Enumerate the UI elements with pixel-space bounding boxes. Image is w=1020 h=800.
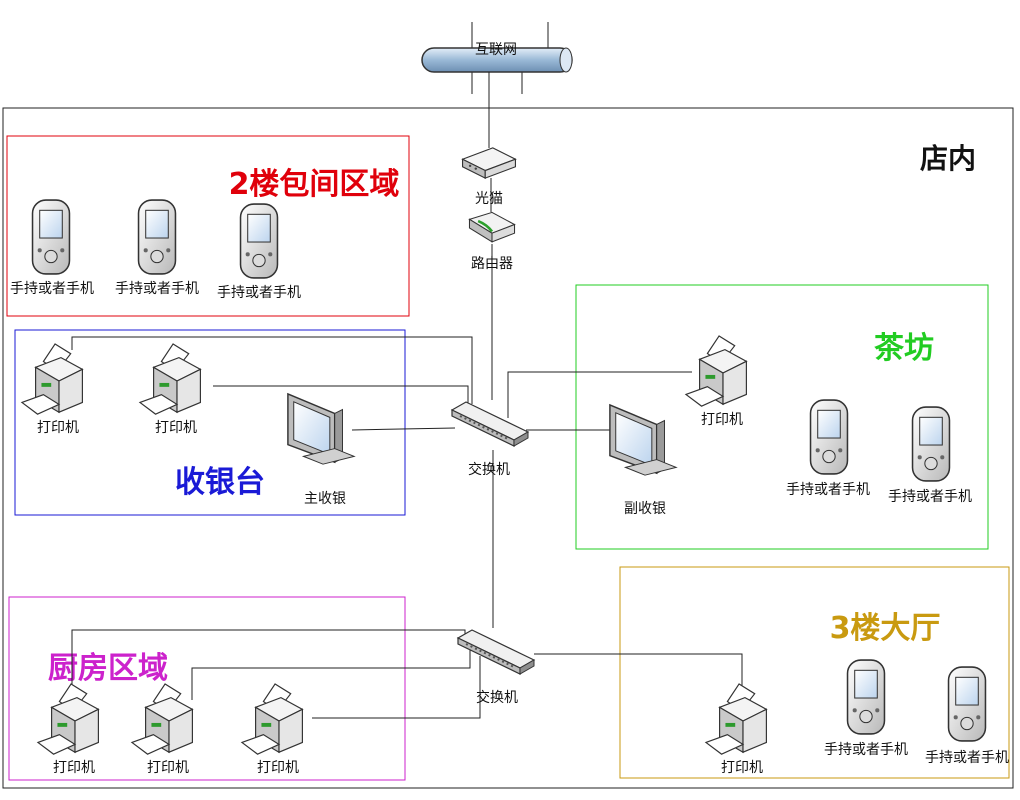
printer-icon [685, 335, 747, 407]
printer-label: 打印机 [155, 419, 197, 436]
internet-cloud: 互联网 [421, 22, 573, 94]
printer-label: 打印机 [721, 759, 763, 776]
kitchen-printer: 打印机 [37, 683, 99, 776]
handheld-label: 手持或者手机 [217, 285, 301, 301]
zone-2f-device: 手持或者手机 [115, 199, 199, 297]
handheld-label: 手持或者手机 [786, 482, 870, 498]
sub-cashier-label: 副收银 [624, 501, 666, 517]
printer-icon [139, 343, 201, 415]
printer-icon [241, 683, 303, 755]
monitor-icon [609, 404, 677, 476]
printer-label: 打印机 [257, 759, 299, 776]
router: 路由器 [468, 211, 516, 272]
handheld-label: 手持或者手机 [10, 281, 94, 297]
printer-icon [21, 343, 83, 415]
hall-printer: 打印机 [705, 683, 767, 776]
router-label: 路由器 [471, 256, 513, 272]
handheld-icon [846, 659, 886, 735]
main-cashier: 主收银 [287, 393, 355, 507]
zone-kitchen [8, 596, 406, 781]
printer-icon [131, 683, 193, 755]
sub-cashier: 副收银 [609, 404, 677, 517]
switch-kitchen-icon [457, 629, 535, 675]
zone-tea [575, 284, 989, 550]
zone-cashier [14, 329, 406, 516]
switch-main-icon [451, 401, 529, 447]
switch-main: 交换机 [451, 401, 529, 478]
zone-3f-hall [619, 566, 1010, 779]
handheld-icon [809, 399, 849, 475]
zone-2f-device: 手持或者手机 [10, 199, 94, 297]
printer-label: 打印机 [701, 411, 743, 428]
tea-device: 手持或者手机 [786, 399, 870, 498]
zone-2f-rooms [6, 135, 410, 317]
zone-kitchen-title: 厨房区域 [48, 651, 168, 686]
tea-printer: 打印机 [685, 335, 747, 428]
zone-2f-rooms-title: 2楼包间区域 [229, 167, 400, 202]
handheld-label: 手持或者手机 [888, 489, 972, 505]
zone-tea-title: 茶坊 [874, 331, 934, 366]
handheld-icon [31, 199, 71, 275]
zone-2f-device: 手持或者手机 [217, 203, 301, 301]
store-boundary [2, 107, 1014, 789]
cashier-printer: 打印机 [21, 343, 83, 436]
store-title: 店内 [920, 142, 976, 175]
router-icon [468, 211, 516, 244]
printer-label: 打印机 [147, 759, 189, 776]
monitor-icon [287, 393, 355, 465]
modem: 光猫 [461, 147, 517, 207]
switch-kitchen: 交换机 [457, 629, 535, 706]
printer-icon [705, 683, 767, 755]
network-wiring [71, 72, 743, 719]
printer-icon [37, 683, 99, 755]
switch-main-label: 交换机 [468, 461, 510, 478]
modem-label: 光猫 [475, 191, 503, 207]
kitchen-printer: 打印机 [241, 683, 303, 776]
internet-label: 互联网 [475, 42, 517, 58]
zone-3f-hall-title: 3楼大厅 [830, 611, 941, 646]
switch-kitchen-label: 交换机 [476, 689, 518, 706]
printer-label: 打印机 [53, 759, 95, 776]
kitchen-printer: 打印机 [131, 683, 193, 776]
handheld-icon [911, 406, 951, 482]
modem-icon [461, 147, 517, 179]
tea-device: 手持或者手机 [888, 406, 972, 505]
handheld-icon [239, 203, 279, 279]
handheld-label: 手持或者手机 [824, 742, 908, 758]
handheld-icon [947, 666, 987, 742]
hall-device: 手持或者手机 [824, 659, 908, 758]
zone-cashier-title: 收银台 [175, 465, 265, 500]
handheld-label: 手持或者手机 [925, 750, 1009, 766]
handheld-icon [137, 199, 177, 275]
printer-label: 打印机 [37, 419, 79, 436]
main-cashier-label: 主收银 [304, 491, 346, 507]
handheld-label: 手持或者手机 [115, 281, 199, 297]
hall-device: 手持或者手机 [925, 666, 1009, 766]
cashier-printer: 打印机 [139, 343, 201, 436]
